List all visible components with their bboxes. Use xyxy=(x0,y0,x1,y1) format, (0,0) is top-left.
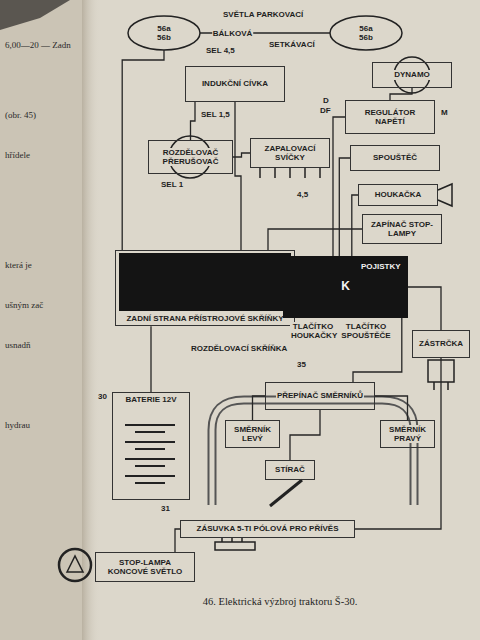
facing-page-text: která je xyxy=(4,260,33,270)
wire xyxy=(375,396,408,420)
facing-page-text: hřídele xyxy=(4,150,31,160)
facing-page-text: (obr. 45) xyxy=(4,110,37,120)
stop-lamp: STOP-LAMPA KONCOVÉ SVĚTLO xyxy=(95,552,195,582)
gutter-shadow xyxy=(82,0,100,640)
wire-label: SVĚTLA PARKOVACÍ xyxy=(222,10,304,19)
wire-label: BÁLKOVÁ xyxy=(212,29,254,38)
headlight: 56a56b xyxy=(330,16,402,50)
wire-label: TLAČÍTKO SPOUŠTĚČE xyxy=(340,322,392,340)
dynamo: DYNAMO xyxy=(372,62,452,88)
stop-switch: ZAPÍNAČ STOP-LAMPY xyxy=(362,214,442,244)
starter: SPOUŠTĚČ xyxy=(350,145,440,171)
wire xyxy=(390,88,412,100)
wire-label: POJISTKY xyxy=(360,262,402,271)
headlight-left xyxy=(128,16,200,50)
steering-frame xyxy=(212,400,414,505)
component-label: DYNAMO xyxy=(393,70,431,79)
component-label: HOUKAČKA xyxy=(374,190,423,199)
wire-label: SEL 1,5 xyxy=(200,110,231,119)
wire-label: 30 xyxy=(97,392,108,401)
wire-label: DF xyxy=(319,106,332,115)
battery-cells xyxy=(125,425,175,483)
wire-label: SEL 4,5 xyxy=(205,46,236,55)
instrument-panel: ZADNÍ STRANA PŘÍSTROJOVÉ SKŘÍŇKY xyxy=(115,250,295,326)
indicator-switch: PŘEPÍNAČ SMĚRNÍKŮ xyxy=(265,382,375,410)
component-label: SMĚRNÍK LEVÝ xyxy=(229,425,276,443)
wire xyxy=(290,410,320,460)
wire-label: SEL 1 xyxy=(160,180,184,189)
component-label: 56b xyxy=(358,33,374,42)
battery: BATERIE 12V xyxy=(112,392,190,500)
spark-plug-symbols xyxy=(260,168,320,178)
component-label: SMĚRNÍK PRAVÝ xyxy=(384,425,431,443)
component-label: 56a xyxy=(358,24,373,33)
component-label: ROZDĚLOVAČ PŘERUŠOVAČ xyxy=(152,148,229,166)
spark-plugs: ZAPALOVACÍ SVÍČKY xyxy=(250,138,330,168)
horn-symbol xyxy=(438,184,452,206)
indicator-lamp: SMĚRNÍK LEVÝ xyxy=(225,420,280,448)
indicator-lamp: SMĚRNÍK PRAVÝ xyxy=(380,420,435,448)
facing-page-text: ušným zač xyxy=(4,300,44,310)
wire xyxy=(151,326,152,392)
component-label: K xyxy=(340,280,351,294)
component-label: ZAPÍNAČ STOP-LAMPY xyxy=(366,220,438,238)
wire xyxy=(408,287,441,330)
panel-face xyxy=(119,253,291,311)
wire xyxy=(268,229,362,250)
component-label: ZÁSUVKA 5-TI PÓLOVÁ PRO PŘÍVĚS xyxy=(196,524,340,533)
component-label: 56a xyxy=(156,24,171,33)
facing-page-text: 6,00—20 — Zadn xyxy=(4,40,72,50)
dark-corner xyxy=(0,0,70,30)
wire-label: 31 xyxy=(160,504,171,513)
plug: ZÁSTRČKA xyxy=(412,330,470,358)
headlight-right xyxy=(330,16,402,50)
stop-lamp-inner xyxy=(67,556,83,572)
wire-label: 4,5 xyxy=(296,190,309,199)
voltage-regulator: REGULÁTOR NAPĚTÍ xyxy=(345,100,435,134)
component-label: SPOUŠTĚČ xyxy=(372,153,418,162)
facing-page xyxy=(0,0,82,640)
steering-frame-inner xyxy=(212,400,414,505)
wire xyxy=(233,153,250,157)
wire xyxy=(253,396,266,420)
wire xyxy=(191,102,196,140)
wire-label: ROZDĚLOVACÍ SKŘÍŇKA xyxy=(190,344,288,353)
facing-page-text: usnadň xyxy=(4,340,32,350)
component-label: PŘEPÍNAČ SMĚRNÍKŮ xyxy=(276,391,364,400)
component-label: REGULÁTOR NAPĚTÍ xyxy=(349,108,431,126)
component-label: ZAPALOVACÍ SVÍČKY xyxy=(254,144,326,162)
wire xyxy=(355,358,441,529)
component-label: STOP-LAMPA KONCOVÉ SVĚTLO xyxy=(99,558,191,576)
wire-label: TLAČÍTKO HOUKAČKY xyxy=(290,322,336,340)
headlight: 56a56b xyxy=(128,16,200,50)
component-label: ZÁSTRČKA xyxy=(418,339,464,348)
ignition-coil: INDUKČNÍ CÍVKA xyxy=(185,66,285,102)
component-label: INDUKČNÍ CÍVKA xyxy=(201,79,269,88)
facing-page-text: hydrau xyxy=(4,420,31,430)
wiper-blade xyxy=(270,480,302,506)
component-label: BATERIE 12V xyxy=(125,395,178,404)
wire-label: 35 xyxy=(296,360,307,369)
stop-lamp-symbol xyxy=(59,549,91,581)
component-label: ZADNÍ STRANA PŘÍSTROJOVÉ SKŘÍŇKY xyxy=(125,314,284,323)
wire-label: SETKÁVACÍ xyxy=(268,40,316,49)
socket-symbol xyxy=(215,538,255,550)
wire-label: M xyxy=(440,108,449,117)
trailer-socket: ZÁSUVKA 5-TI PÓLOVÁ PRO PŘÍVĚS xyxy=(180,520,355,538)
wire xyxy=(235,102,241,250)
distributor: ROZDĚLOVAČ PŘERUŠOVAČ xyxy=(148,140,233,174)
figure-caption: 46. Elektrická výzbroj traktoru Š-30. xyxy=(100,596,460,607)
wire-label: D xyxy=(322,96,330,105)
wiper: STÍRAČ xyxy=(265,460,315,480)
component-label: 56b xyxy=(156,33,172,42)
component-label: STÍRAČ xyxy=(274,465,306,474)
horn: HOUKAČKA xyxy=(358,184,438,206)
wire xyxy=(339,158,350,256)
